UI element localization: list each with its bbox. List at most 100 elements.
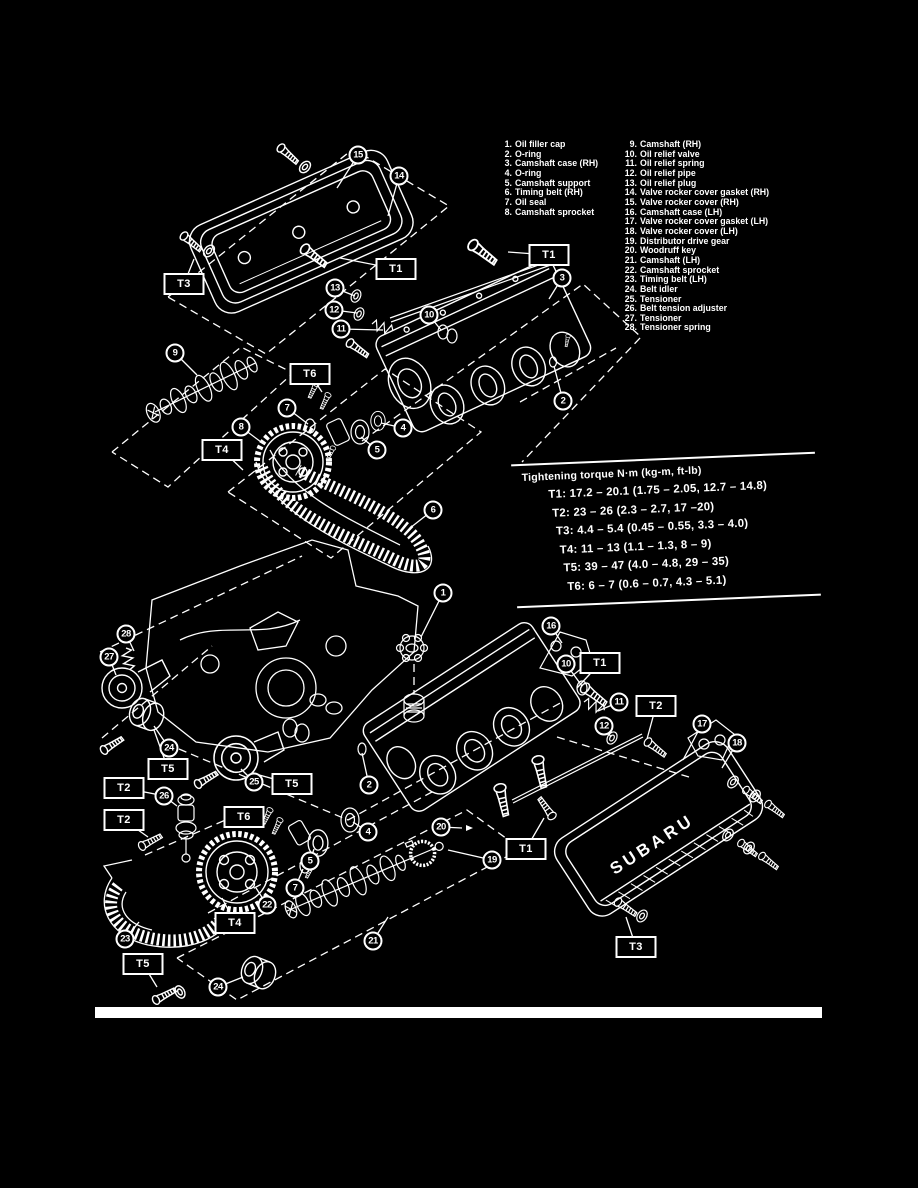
callout-circle-1: 1 xyxy=(433,583,453,603)
callout-circle-25: 25 xyxy=(244,772,264,792)
callout-circle-22: 22 xyxy=(257,895,277,915)
torque-ref-box-T1: T1 xyxy=(505,838,547,860)
parts-list-item-number: 24. xyxy=(624,283,637,294)
callout-circle-18: 18 xyxy=(727,733,747,753)
callout-circle-6: 6 xyxy=(423,500,443,520)
callout-circle-4: 4 xyxy=(393,418,413,438)
camshaft-case-rh xyxy=(375,260,592,433)
callout-circle-11: 11 xyxy=(331,319,351,339)
parts-list-item-number: 21. xyxy=(624,254,637,265)
parts-list-item-label: Timing belt (RH) xyxy=(515,187,583,198)
parts-list-item-label: Camshaft sprocket xyxy=(640,264,720,275)
parts-list-item-number: 18. xyxy=(624,225,637,236)
parts-list-item-number: 19. xyxy=(624,235,637,246)
callout-circle-26: 26 xyxy=(154,786,174,806)
parts-list-item-number: 11. xyxy=(625,158,637,169)
callout-circle-2: 2 xyxy=(359,775,379,795)
parts-list-item-number: 12. xyxy=(624,167,637,178)
woodruff-key-arrow xyxy=(466,825,473,831)
callout-circle-2: 2 xyxy=(553,391,573,411)
parts-list-item: 9.Camshaft (RH) xyxy=(616,139,769,150)
parts-list-item: 22.Camshaft sprocket xyxy=(616,264,769,276)
callout-circle-11: 11 xyxy=(609,692,629,712)
torque-ref-box-T1: T1 xyxy=(375,258,417,280)
parts-list-item-number: 6. xyxy=(504,187,512,198)
parts-list-item-number: 16. xyxy=(624,206,637,217)
callout-circle-5: 5 xyxy=(300,851,320,871)
callout-circle-21: 21 xyxy=(363,931,383,951)
tightening-torque-table: Tightening torque N·m (kg-m, ft-lb) T1: … xyxy=(511,451,821,608)
parts-list-item: 20.Woodruff key xyxy=(616,246,769,256)
callout-circle-16: 16 xyxy=(541,616,561,636)
parts-list-item-number: 4. xyxy=(504,167,512,178)
callout-circle-10: 10 xyxy=(556,654,576,674)
torque-ref-box-T6: T6 xyxy=(289,363,331,385)
parts-list-item-label: Tensioner spring xyxy=(640,322,711,333)
callout-circle-17: 17 xyxy=(692,714,712,734)
parts-list-item: 24.Belt idler xyxy=(616,283,769,295)
parts-list-item: 10.Oil relief valve xyxy=(616,148,769,160)
parts-list-item-number: 7. xyxy=(504,196,512,207)
parts-list-item-label: Oil filler cap xyxy=(515,139,566,149)
callout-circle-7: 7 xyxy=(277,398,297,418)
parts-list-item-number: 25. xyxy=(624,293,637,304)
callout-circle-5: 5 xyxy=(367,440,387,460)
parts-list-item-number: 26. xyxy=(624,303,637,314)
parts-list-item-label: O-ring xyxy=(515,167,542,178)
parts-list-item-label: Camshaft sprocket xyxy=(515,206,595,217)
callout-circle-8: 8 xyxy=(231,417,251,437)
torque-ref-box-T5: T5 xyxy=(122,953,164,975)
parts-list-item: 6.Timing belt (RH) xyxy=(497,188,598,198)
parts-list-item: 25.Tensioner xyxy=(616,293,769,305)
parts-list-item-label: O-ring xyxy=(515,148,542,159)
parts-list-item: 14.Valve rocker cover gasket (RH) xyxy=(616,188,769,198)
callout-circle-28: 28 xyxy=(116,624,136,644)
parts-list-item-number: 20. xyxy=(624,245,637,256)
oil-relief-pipe xyxy=(348,257,571,368)
parts-list-item: 8.Camshaft sprocket xyxy=(497,206,598,218)
parts-list-item-number: 5. xyxy=(504,177,512,188)
parts-list-item-label: Valve rocker cover (RH) xyxy=(640,196,739,207)
parts-list-item-label: Valve rocker cover gasket (RH) xyxy=(640,187,770,198)
callout-circle-23: 23 xyxy=(115,929,135,949)
tensioner-27 xyxy=(101,659,171,709)
torque-ref-box-T1: T1 xyxy=(528,244,570,266)
parts-list-item: 3.Camshaft case (RH) xyxy=(497,159,598,169)
torque-ref-box-T3: T3 xyxy=(615,936,657,958)
parts-list-item-label: Camshaft case (RH) xyxy=(515,158,599,169)
parts-list-item-number: 1. xyxy=(504,139,512,149)
lower-rod-and-bolts xyxy=(357,680,669,822)
parts-list-item: 19.Distributor drive gear xyxy=(616,235,769,247)
torque-ref-box-T2: T2 xyxy=(103,777,145,799)
torque-ref-box-T5: T5 xyxy=(271,773,313,795)
callout-circle-12: 12 xyxy=(324,300,344,320)
torque-ref-box-T1: T1 xyxy=(579,652,621,674)
callout-circle-24: 24 xyxy=(208,977,228,997)
parts-list-item-number: 13. xyxy=(624,177,637,188)
callout-circle-14: 14 xyxy=(389,166,409,186)
parts-list-item-label: Tensioner xyxy=(640,293,682,304)
parts-list-item-number: 9. xyxy=(629,139,637,149)
parts-list-item-label: Oil relief spring xyxy=(640,158,705,169)
parts-list-item-label: Camshaft (LH) xyxy=(640,254,701,265)
parts-list-item: 17.Valve rocker cover gasket (LH) xyxy=(616,217,769,227)
parts-list-item-number: 2. xyxy=(504,148,512,159)
parts-list-item-label: Oil relief valve xyxy=(640,148,700,159)
parts-list-item-label: Distributor drive gear xyxy=(640,235,730,246)
parts-list-item: 18.Valve rocker cover (LH) xyxy=(616,225,769,237)
parts-list-item: 21.Camshaft (LH) xyxy=(616,254,769,266)
callout-circle-13: 13 xyxy=(325,278,345,298)
parts-list-item-number: 27. xyxy=(624,312,637,323)
parts-list-item-label: Oil relief pipe xyxy=(640,167,696,178)
parts-list-item-label: Woodruff key xyxy=(640,245,697,256)
callout-circle-19: 19 xyxy=(482,850,502,870)
parts-list-item-number: 14. xyxy=(624,187,637,198)
parts-list-item-label: Oil relief plug xyxy=(640,177,697,188)
torque-ref-box-T2: T2 xyxy=(103,809,145,831)
parts-list-item-number: 15. xyxy=(624,196,637,207)
parts-list-item-label: Valve rocker cover gasket (LH) xyxy=(640,216,769,227)
callout-circle-27: 27 xyxy=(99,647,119,667)
parts-list-item: 5.Camshaft support xyxy=(497,177,598,189)
callout-circle-15: 15 xyxy=(348,145,368,165)
